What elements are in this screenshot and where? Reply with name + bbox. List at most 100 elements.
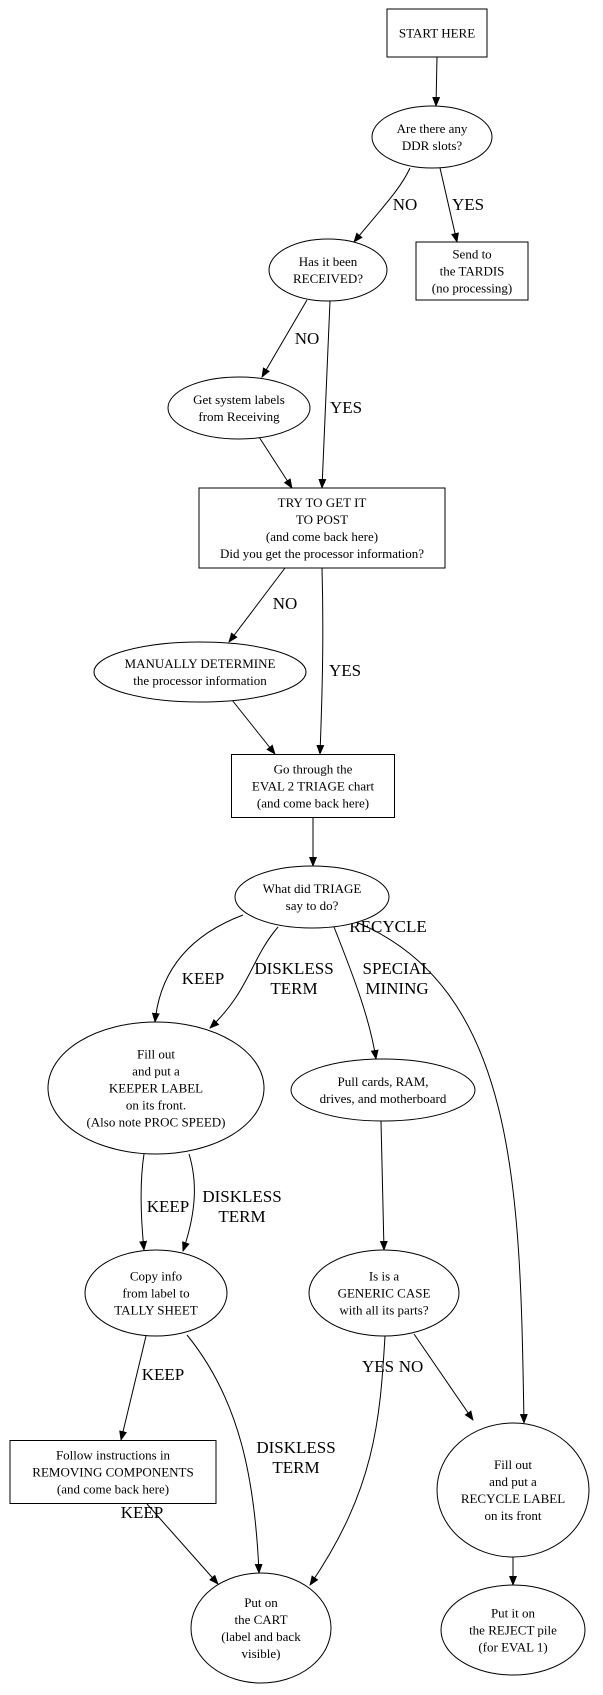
edge-received-to-post: YES	[318, 300, 362, 489]
edge-manual-to-triage_chart	[231, 699, 276, 755]
node-label: Put it on	[491, 1606, 536, 1621]
edge-label: SPECIAL	[363, 959, 432, 978]
edge-label: DISKLESS	[254, 959, 333, 978]
decision-ellipse	[290, 1058, 476, 1122]
node-label: the REJECT pile	[469, 1623, 557, 1638]
edge-pull-to-generic	[379, 1120, 388, 1251]
node-label: Has it been	[299, 254, 358, 269]
node-label: (and come back here)	[57, 1482, 169, 1497]
edge-received-to-labels: NO	[261, 299, 320, 378]
edge-arrow	[231, 699, 276, 755]
edge-label: NO	[399, 1357, 424, 1376]
edge-arrow	[318, 300, 331, 489]
decision-ellipse	[190, 1572, 332, 1684]
edge-start-to-ddr	[432, 56, 441, 107]
node-label: TRY TO GET IT	[278, 495, 367, 510]
edge-label: NO	[273, 594, 298, 613]
node-label: Follow instructions in	[56, 1448, 171, 1463]
edge-label: KEEP	[142, 1365, 185, 1384]
edge-generic-to-cart: YES	[309, 1335, 394, 1586]
edge-label: DISKLESS	[202, 1187, 281, 1206]
node-label: Send to	[452, 247, 491, 262]
edge-label: YES	[452, 195, 484, 214]
edge-arrow	[333, 926, 379, 1060]
node-label: GENERIC CASE	[338, 1286, 431, 1301]
edge-generic-to-recycle_label: NO	[399, 1333, 474, 1421]
process-box	[415, 241, 529, 301]
edge-label: KEEP	[147, 1197, 190, 1216]
edge-tally-to-remove: KEEP	[119, 1335, 185, 1441]
edge-arrow	[316, 567, 325, 755]
decision-ellipse	[47, 1021, 265, 1155]
node-label: Is is a	[369, 1269, 400, 1284]
edge-arrow	[379, 1120, 388, 1251]
decision-ellipse	[84, 1249, 228, 1337]
edge-label: MINING	[365, 979, 428, 998]
node-label: EVAL 2 TRIAGE chart	[252, 779, 375, 794]
node-label: drives, and motherboard	[320, 1091, 447, 1106]
edge-label: NO	[393, 195, 418, 214]
decision-ellipse	[371, 105, 493, 169]
edge-arrow	[146, 1503, 219, 1585]
edge-label: YES	[330, 398, 362, 417]
node-label: the TARDIS	[440, 264, 505, 279]
node-label: DDR slots?	[402, 138, 463, 153]
decision-ellipse	[436, 1422, 590, 1558]
edge-arrow	[432, 56, 441, 107]
edge-arrow	[228, 567, 286, 643]
edge-arrow	[139, 1153, 148, 1251]
node-label: (label and back	[221, 1629, 301, 1644]
edge-labels-to-post	[258, 436, 293, 489]
edge-label: KEEP	[121, 1503, 164, 1522]
node-label: Pull cards, RAM,	[338, 1074, 429, 1089]
node-label: Get system labels	[193, 392, 285, 407]
node-label: (no processing)	[432, 281, 513, 296]
node-label: Go through the	[274, 762, 353, 777]
decision-ellipse	[268, 238, 388, 302]
process-box	[198, 487, 446, 569]
edge-post-to-triage_chart: YES	[316, 567, 361, 755]
node-label: Are there any	[397, 121, 468, 136]
edge-arrow	[182, 1153, 195, 1252]
edge-arrow	[151, 914, 244, 1023]
node-tardis: Send to the TARDIS (no processing)	[415, 241, 529, 301]
decision-ellipse	[93, 641, 307, 703]
edge-arrow	[353, 167, 411, 243]
edge-triage-to-recycle_label: RECYCLE	[349, 917, 528, 1424]
edge-label: DISKLESS	[256, 1438, 335, 1457]
node-label: RECEIVED?	[293, 271, 363, 286]
edge-label: NO	[295, 329, 320, 348]
edge-triage-to-keeper: KEEP	[151, 914, 244, 1023]
node-label: Copy info	[130, 1269, 182, 1284]
node-label: Put on	[244, 1595, 278, 1610]
node-label: the processor information	[133, 673, 267, 688]
edge-remove-to-cart: KEEP	[121, 1503, 219, 1585]
node-label: (and come back here)	[266, 529, 378, 544]
edge-label: RECYCLE	[349, 917, 426, 936]
edge-ddr-to-tardis: YES	[439, 167, 484, 243]
edge-arrow	[209, 926, 279, 1029]
edge-arrow	[119, 1335, 147, 1441]
process-box	[386, 8, 488, 58]
edge-label: TERM	[272, 1458, 319, 1477]
decision-ellipse	[167, 376, 311, 440]
process-box	[9, 1440, 217, 1504]
node-start: START HERE	[386, 8, 488, 58]
